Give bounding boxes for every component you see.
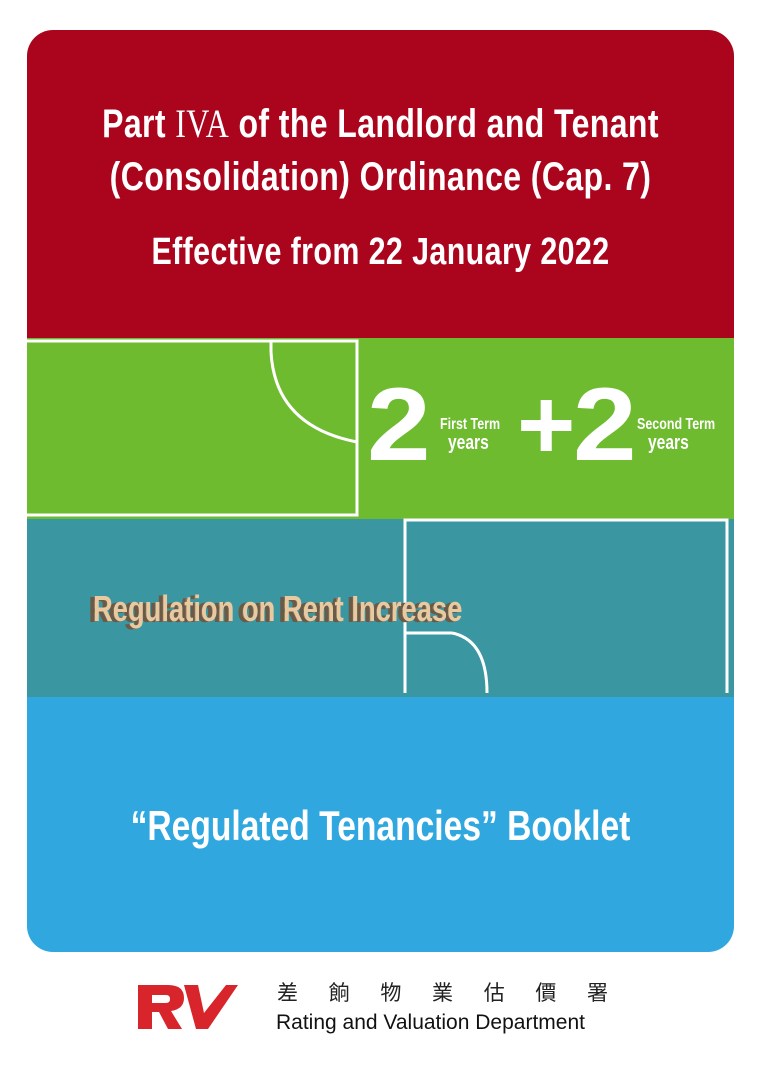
plus-sign: + [517,369,576,481]
booklet-title: “Regulated Tenancies” Booklet [130,802,631,849]
page-title-line-2: (Consolidation) Ordinance (Cap. 7) [109,155,652,199]
floorplan-door-green [269,351,358,444]
term-graphic: 2 First Term years + 2 Second Term years [367,367,734,483]
header-band [27,30,734,338]
terms-band [27,338,734,519]
first-term-number: 2 [367,367,431,483]
first-term-label: First Term [440,416,501,433]
cover-card: Part IVA of the Landlord and Tenant (Con… [27,30,734,952]
floorplan-lines [27,339,729,694]
title-part: Part [102,102,166,146]
floorplan-wall-teal [403,518,729,693]
rent-heading: Regulation on Rent Increase [93,588,463,629]
department-name-english: Rating and Valuation Department [276,1011,585,1034]
rent-band [27,519,734,697]
second-term-label: Second Term [637,416,716,433]
first-term-unit: years [448,432,489,454]
floorplan-wall-green [27,339,359,517]
title-rest: of the Landlord and Tenant [238,102,659,146]
title-numeral: IVA [175,101,230,146]
booklet-band [27,697,734,952]
page-title-line-1: Part IVA of the Landlord and Tenant [98,100,664,148]
floorplan-door-teal [451,631,489,694]
department-name-chinese: 差 餉 物 業 估 價 署 [277,981,621,1005]
rv-logo [138,985,238,1029]
effective-date: Effective from 22 January 2022 [151,231,610,273]
second-term-unit: years [648,432,689,454]
second-term-number: 2 [573,367,637,483]
